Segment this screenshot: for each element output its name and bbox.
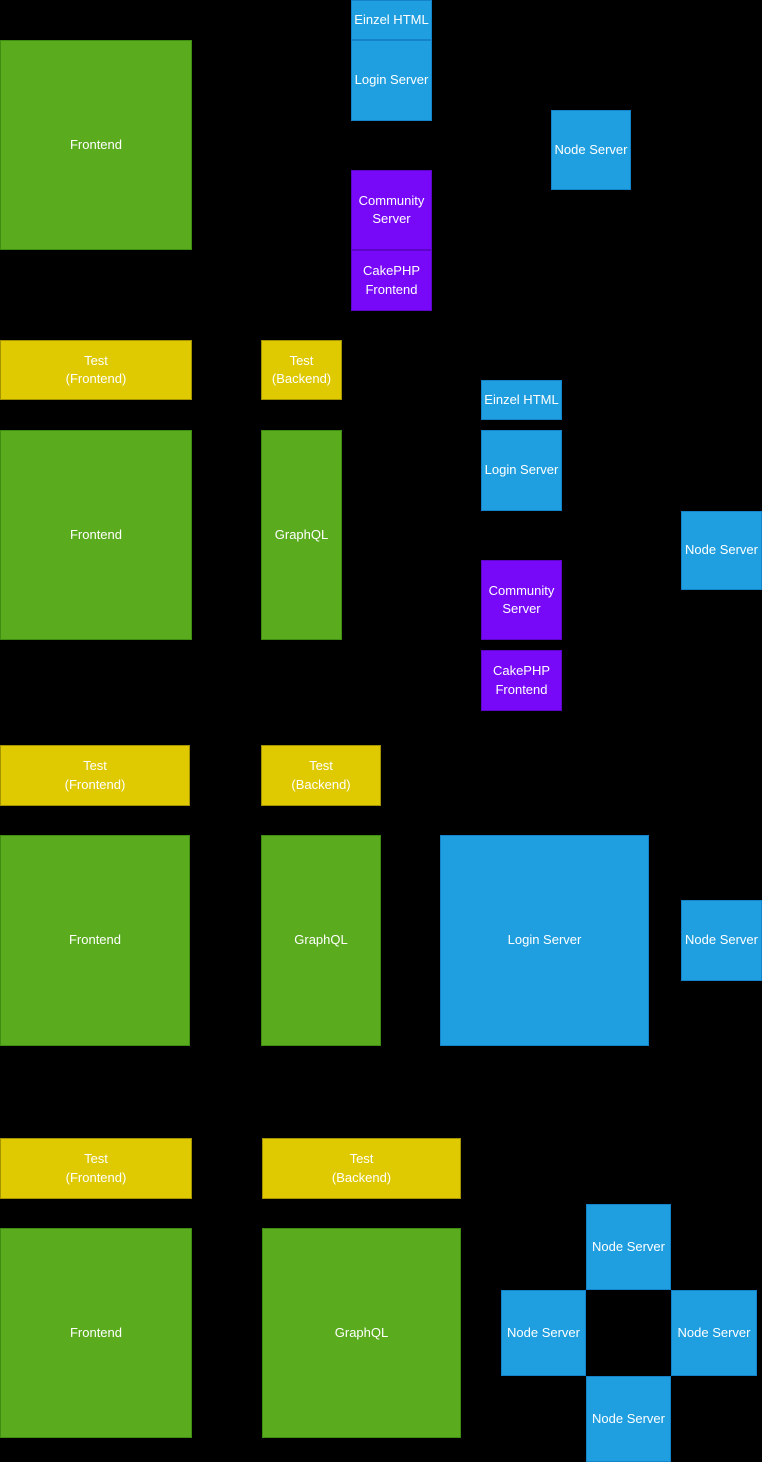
node-test-backend-2[interactable]: Test (Backend) (261, 340, 342, 400)
node-test-frontend-4[interactable]: Test (Frontend) (0, 1138, 192, 1199)
node-community-server-2[interactable]: Community Server (481, 560, 562, 640)
node-graphql-4[interactable]: GraphQL (262, 1228, 461, 1438)
node-test-frontend-2[interactable]: Test (Frontend) (0, 340, 192, 400)
node-label: GraphQL (334, 1324, 389, 1340)
node-test-backend-3[interactable]: Test (Backend) (261, 745, 381, 806)
node-label: GraphQL (274, 526, 329, 542)
node-label: Test (Frontend) (64, 758, 126, 792)
node-test-backend-4[interactable]: Test (Backend) (262, 1138, 461, 1199)
node-label: Community Server (488, 582, 555, 616)
node-label: Node Server (592, 1410, 665, 1426)
node-frontend-1[interactable]: Frontend (0, 40, 192, 250)
node-label: Node Server (685, 542, 758, 558)
node-label: Test (Backend) (271, 352, 332, 386)
node-node-server-4-bottom[interactable]: Node Server (586, 1376, 671, 1462)
node-node-server-4-left[interactable]: Node Server (501, 1290, 586, 1376)
node-login-server-3[interactable]: Login Server (440, 835, 649, 1046)
node-cakephp-frontend-1[interactable]: CakePHP Frontend (351, 250, 432, 311)
node-label: Test (Frontend) (65, 1151, 127, 1185)
node-label: Node Server (685, 932, 758, 948)
node-label: Einzel HTML (354, 11, 429, 27)
node-label: Login Server (507, 932, 582, 948)
node-node-server-4-right[interactable]: Node Server (671, 1290, 757, 1376)
node-label: Login Server (484, 462, 559, 478)
node-cakephp-frontend-2[interactable]: CakePHP Frontend (481, 650, 562, 711)
node-graphql-2[interactable]: GraphQL (261, 430, 342, 640)
node-label: Frontend (68, 932, 122, 948)
node-label: Node Server (507, 1324, 580, 1340)
node-label: Test (Backend) (331, 1151, 392, 1185)
node-label: GraphQL (294, 932, 348, 948)
node-frontend-2[interactable]: Frontend (0, 430, 192, 640)
node-label: CakePHP Frontend (492, 663, 551, 697)
node-einzel-html-2[interactable]: Einzel HTML (481, 380, 562, 420)
node-node-server-4-top[interactable]: Node Server (586, 1204, 671, 1290)
node-label: Einzel HTML (484, 391, 559, 407)
node-frontend-4[interactable]: Frontend (0, 1228, 192, 1438)
node-label: Node Server (592, 1238, 665, 1254)
node-label: Node Server (554, 141, 628, 157)
node-node-server-2[interactable]: Node Server (681, 511, 762, 590)
node-label: Login Server (354, 72, 429, 88)
node-label: Node Server (677, 1324, 751, 1340)
node-node-server-1[interactable]: Node Server (551, 110, 631, 190)
node-community-server-1[interactable]: Community Server (351, 170, 432, 250)
node-label: Frontend (69, 526, 123, 542)
node-label: Frontend (69, 136, 123, 152)
node-login-server-1[interactable]: Login Server (351, 40, 432, 121)
node-graphql-3[interactable]: GraphQL (261, 835, 381, 1046)
node-test-frontend-3[interactable]: Test (Frontend) (0, 745, 190, 806)
node-label: Frontend (69, 1324, 123, 1340)
node-frontend-3[interactable]: Frontend (0, 835, 190, 1046)
node-label: Test (Frontend) (65, 352, 127, 386)
node-login-server-2[interactable]: Login Server (481, 430, 562, 511)
node-label: Test (Backend) (291, 758, 351, 792)
node-label: Community Server (358, 192, 425, 226)
node-einzel-html-1[interactable]: Einzel HTML (351, 0, 432, 40)
node-node-server-3[interactable]: Node Server (681, 900, 762, 981)
node-label: CakePHP Frontend (362, 263, 421, 297)
